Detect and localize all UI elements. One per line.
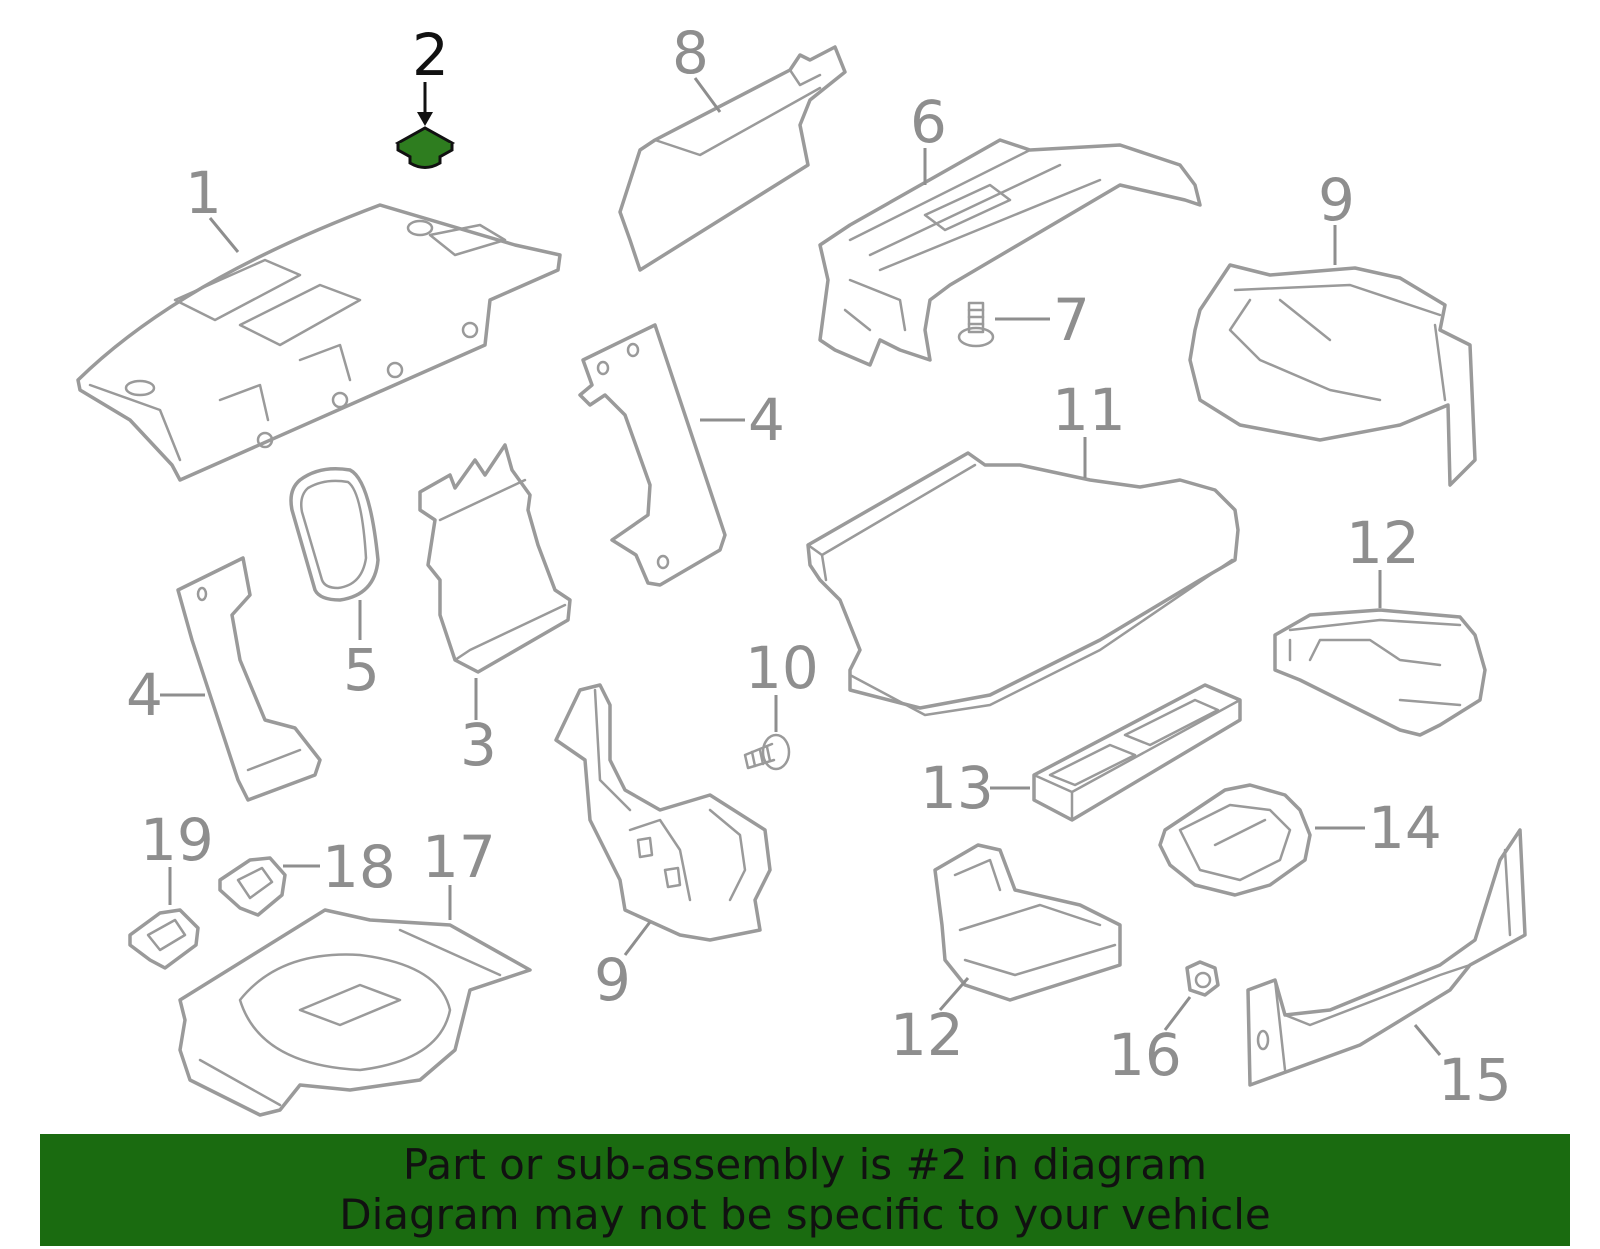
callout-15[interactable]: 15 (1438, 1046, 1512, 1114)
callout-19[interactable]: 19 (140, 806, 214, 874)
info-banner: Part or sub-assembly is #2 in diagram Di… (40, 1134, 1570, 1246)
callout-12-upper[interactable]: 12 (1346, 509, 1420, 577)
callout-13[interactable]: 13 (920, 754, 994, 822)
callout-17[interactable]: 17 (422, 823, 496, 891)
callout-1[interactable]: 1 (185, 159, 222, 227)
callout-16[interactable]: 16 (1108, 1021, 1182, 1089)
callout-10[interactable]: 10 (745, 634, 819, 702)
callout-4-upper[interactable]: 4 (748, 386, 785, 454)
callout-2[interactable]: 2 (412, 21, 449, 89)
part-12-tray-upper (1273, 608, 1487, 737)
part-8-panel (618, 45, 847, 272)
callout-5[interactable]: 5 (343, 636, 380, 704)
part-1-rear-shelf (76, 203, 562, 482)
callout-7[interactable]: 7 (1053, 286, 1090, 354)
callout-6[interactable]: 6 (910, 88, 947, 156)
part-19-clip (128, 908, 200, 970)
part-11-trunk-floor (806, 451, 1240, 717)
part-3-bracket (418, 443, 572, 674)
part-5-grommet (289, 467, 380, 602)
part-6-panel (818, 138, 1202, 367)
part-7-bolt (957, 301, 995, 348)
part-18-clip (218, 856, 287, 917)
callout-8[interactable]: 8 (672, 19, 709, 87)
part-17-spare-well (178, 908, 532, 1117)
callout-leaders (160, 77, 1442, 1056)
part-2-clip[interactable] (394, 126, 456, 169)
banner-line-2: Diagram may not be specific to your vehi… (339, 1190, 1271, 1239)
banner-line-1: Part or sub-assembly is #2 in diagram (402, 1140, 1208, 1189)
part-4-bracket-upper (578, 323, 727, 587)
callout-12-lower[interactable]: 12 (890, 1001, 964, 1069)
part-14-tray (1158, 783, 1312, 897)
part-15-sill-trim (1246, 828, 1527, 1087)
part-16-nut (1185, 960, 1220, 997)
callout-9-lower[interactable]: 9 (594, 946, 631, 1014)
callout-11[interactable]: 11 (1052, 376, 1126, 444)
part-4-bracket-lower (176, 556, 322, 802)
part-12-tray-lower (933, 843, 1122, 1002)
callout-18[interactable]: 18 (322, 833, 396, 901)
callout-labels: 2 8 6 1 9 7 4 11 12 5 4 3 10 13 14 19 18… (126, 19, 1512, 1114)
callout-14[interactable]: 14 (1368, 794, 1442, 862)
part-13-box (1032, 683, 1242, 822)
callout-3[interactable]: 3 (460, 711, 497, 779)
part-9-liner-left (554, 683, 772, 942)
part-9-liner-right (1188, 263, 1477, 487)
callout-4-lower[interactable]: 4 (126, 661, 163, 729)
callout-9-upper[interactable]: 9 (1318, 166, 1355, 234)
part-10-screw (743, 733, 791, 771)
